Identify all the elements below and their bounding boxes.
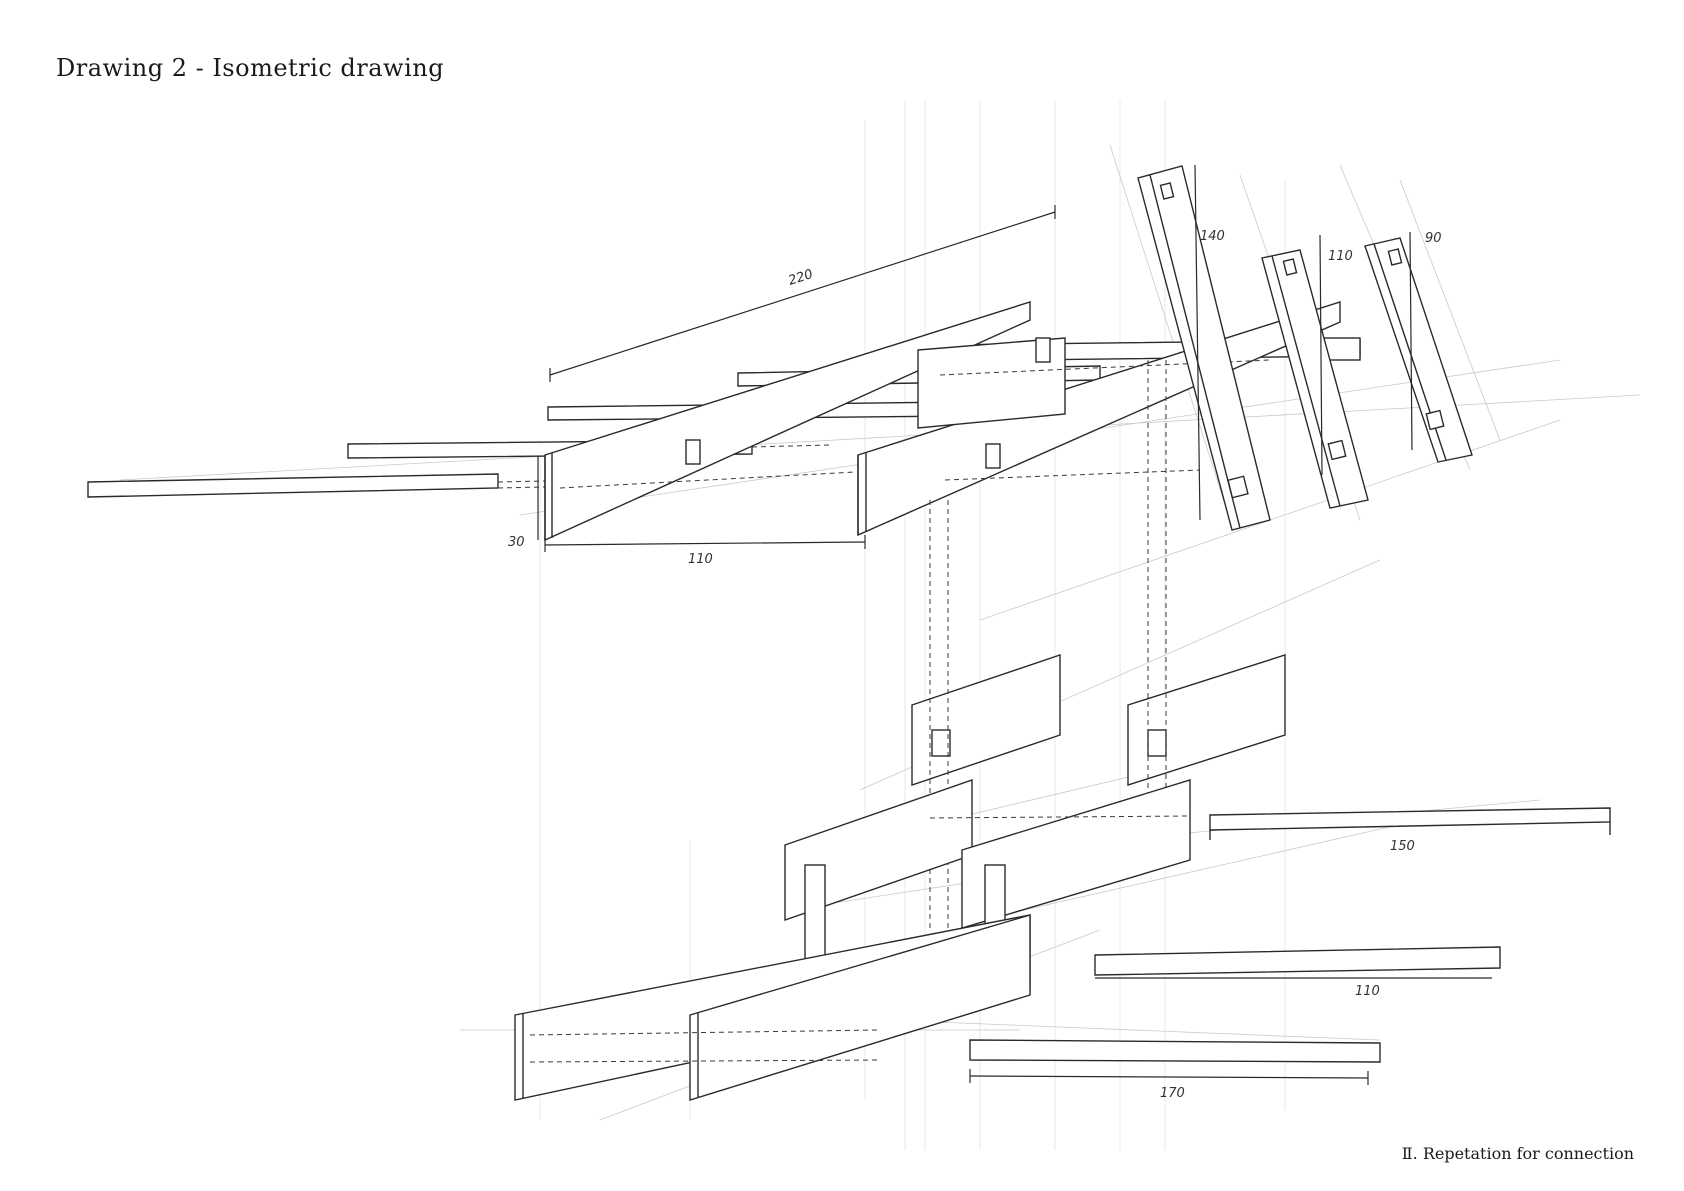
plank-diagonal-3 (917, 337, 1066, 429)
drawing-caption: Ⅱ. Repetation for connection (1401, 1144, 1634, 1163)
dimension-label-170: 170 (1160, 1086, 1185, 1101)
dimension-label-110-post: 110 (1328, 249, 1353, 264)
middle-boards (911, 360, 1286, 930)
drawing-title: Drawing 2 - Isometric drawing (56, 54, 445, 82)
board-middle-1 (911, 654, 1061, 786)
post-110 (1261, 249, 1369, 509)
member-170 (969, 1039, 1381, 1063)
dimension-label-110-bottom: 110 (1355, 984, 1380, 999)
slanted-posts (1137, 165, 1473, 531)
board-lower-4 (689, 914, 1031, 1101)
lower-boards (514, 779, 1191, 1101)
board-middle-2 (1127, 654, 1286, 786)
dimension-label-110-top: 110 (688, 552, 713, 567)
dimension-label-140: 140 (1200, 229, 1225, 244)
dimension-label-30: 30 (508, 535, 525, 550)
dimension-label-150: 150 (1390, 839, 1415, 854)
joint-peg (1035, 337, 1051, 363)
dimension-label-220: 220 (787, 267, 815, 289)
joint-peg (685, 439, 701, 465)
post-90 (1364, 237, 1473, 463)
detached-members (969, 807, 1611, 1063)
member-110 (1094, 946, 1501, 976)
beam-horizontal-1 (87, 473, 499, 498)
dimension-lines (537, 164, 1492, 1085)
dimension-label-90: 90 (1425, 231, 1442, 246)
member-150 (1209, 807, 1611, 831)
joint-peg (985, 443, 1001, 469)
board-lower-2 (961, 779, 1191, 929)
